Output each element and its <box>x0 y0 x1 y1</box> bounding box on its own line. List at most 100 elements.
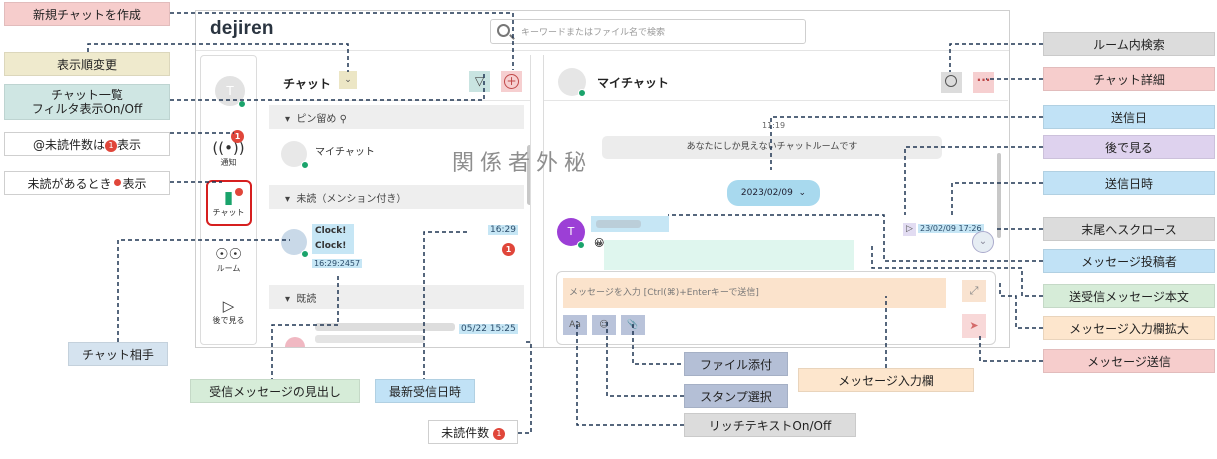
unread-count-badge: 1 <box>502 243 515 256</box>
chat-list-panel: チャット ⌄ ▽ + ▾ ピン留め ⚲ マイチャット ▾ 未読（メンション付き）… <box>269 55 531 347</box>
callout-latest-time: 最新受信日時 <box>375 379 475 403</box>
message-scrollbar[interactable] <box>997 153 1001 238</box>
section-read[interactable]: ▾ 既読 <box>269 285 524 309</box>
message-body-highlight <box>604 240 854 270</box>
heading-highlight <box>312 224 354 254</box>
nav-item-room[interactable]: ☉☉ ルーム <box>203 246 254 274</box>
read-row-time: 05/22 15:25 <box>459 324 518 334</box>
smiley-icon[interactable]: ☺ <box>592 315 616 335</box>
sent-datetime: 23/02/09 17:26 <box>918 224 984 233</box>
chat-list-scrollbar[interactable] <box>527 145 530 205</box>
callout-richtext: リッチテキストOn/Off <box>684 413 856 437</box>
unread-dot <box>235 188 243 196</box>
nav-room-label: ルーム <box>216 264 241 273</box>
badge-sample-icon: 1 <box>492 428 505 440</box>
message-emoji: 😀 <box>594 238 605 249</box>
online-status-dot <box>301 161 309 169</box>
callout-partner: チャット相手 <box>68 342 168 366</box>
callout-chat-detail: チャット詳細 <box>1043 67 1215 91</box>
left-nav: T ((•)) 通知 1 ▮ チャット ☉☉ ルーム ▷ 後で見る <box>200 55 257 345</box>
section-pinned[interactable]: ▾ ピン留め ⚲ <box>269 105 524 129</box>
callout-unread-post: 表示 <box>122 177 147 191</box>
online-status-dot <box>577 241 585 249</box>
paperclip-icon[interactable]: 📎 <box>621 315 645 335</box>
callout-input: メッセージ入力欄 <box>798 368 974 392</box>
message-input[interactable]: メッセージを入力 [Ctrl(⌘)+Enterキーで送信] <box>563 278 946 308</box>
callout-attach: ファイル添付 <box>684 352 788 376</box>
chat-main-header: マイチャット ··· <box>544 55 1008 101</box>
tag-icon: ▷ <box>222 297 235 315</box>
message-composer: メッセージを入力 [Ctrl(⌘)+Enterキーで送信] Aa ☺ 📎 ⤢ ➤ <box>556 271 996 345</box>
top-bar: dejiren キーワードまたはファイル名で検索 <box>196 11 1009 51</box>
expand-input-button[interactable]: ⤢ <box>962 280 986 302</box>
callout-mention-pre: @未読件数は <box>32 138 105 152</box>
online-status-dot <box>578 89 586 97</box>
callout-send-datetime: 送信日時 <box>1043 171 1215 195</box>
app-window: dejiren キーワードまたはファイル名で検索 T ((•)) 通知 1 ▮ … <box>195 10 1010 348</box>
room-title: マイチャット <box>597 76 669 90</box>
new-chat-button[interactable]: + <box>501 71 522 92</box>
callout-unread-count-text: 未読件数 <box>441 426 490 440</box>
section-unread-mention[interactable]: ▾ 未読（メンション付き） <box>269 185 524 209</box>
chat-main-panel: マイチャット ··· 11:19 あなたにしか見えないチャットルームです 202… <box>543 55 1008 347</box>
scroll-to-end-button[interactable]: ⌄ <box>972 231 994 253</box>
search-placeholder: キーワードまたはファイル名で検索 <box>521 28 666 38</box>
nav-item-read-later[interactable]: ▷ 後で見る <box>203 298 254 326</box>
nav-item-notify[interactable]: ((•)) 通知 <box>203 140 254 168</box>
unread-row-time: 16:29 <box>488 225 518 235</box>
callout-body: 送受信メッセージ本文 <box>1043 284 1215 308</box>
callout-mention-post: 表示 <box>117 138 142 152</box>
search-icon <box>945 75 957 87</box>
callout-scroll-end: 末尾へスクロース <box>1043 217 1215 241</box>
badge-sample-icon: 1 <box>105 140 117 152</box>
nav-item-chat[interactable]: ▮ チャット <box>203 190 254 218</box>
nav-notify-label: 通知 <box>220 158 237 167</box>
room-search-button[interactable] <box>941 72 962 93</box>
nav-selected-frame <box>206 180 252 226</box>
nav-chat-label: チャット <box>212 208 245 217</box>
send-button[interactable]: ➤ <box>962 314 986 338</box>
chat-detail-button[interactable]: ··· <box>973 72 994 93</box>
unread-dot-sample-icon <box>113 179 121 186</box>
date-pill[interactable]: 2023/02/09 ⌄ <box>727 180 820 206</box>
chevron-down-icon: ⌄ <box>795 188 807 198</box>
section-unread-label: 未読（メンション付き） <box>296 194 407 205</box>
sender-name-blurred[interactable] <box>596 220 641 228</box>
section-pinned-label: ピン留め <box>296 114 337 125</box>
callout-filter-line2: フィルタ表示On/Off <box>31 102 143 116</box>
read-row-avatar <box>285 337 305 347</box>
unread-row-preview: Clock! <box>315 241 347 251</box>
online-status-dot <box>301 250 309 258</box>
rich-text-toggle[interactable]: Aa <box>563 315 587 335</box>
unread-row-name[interactable]: Clock! <box>315 226 347 236</box>
search-icon <box>497 24 510 37</box>
callout-heading: 受信メッセージの見出し <box>190 379 360 403</box>
read-row-blurred-preview <box>315 335 425 343</box>
pinned-row-name[interactable]: マイチャット <box>315 147 375 158</box>
group-icon: ☉☉ <box>215 245 242 263</box>
chat-bubble-icon: ▮ <box>223 188 234 208</box>
chat-list-title: チャット <box>283 77 331 91</box>
sort-order-button[interactable]: ⌄ <box>339 71 357 89</box>
read-later-tag-icon[interactable]: ▷ <box>903 223 916 236</box>
callout-filter: チャット一覧 フィルタ表示On/Off <box>4 84 170 120</box>
plus-icon: + <box>504 74 519 89</box>
nav-later-label: 後で見る <box>212 316 245 325</box>
callout-stamp: スタンプ選択 <box>684 384 788 408</box>
confidential-watermark: 関係者外秘 <box>452 151 593 176</box>
callout-room-search: ルーム内検索 <box>1043 32 1215 56</box>
callout-expand: メッセージ入力欄拡大 <box>1043 316 1215 340</box>
filter-toggle-button[interactable]: ▽ <box>469 71 490 92</box>
unread-row-subtime: 16:29:2457 <box>312 259 363 268</box>
callout-send-date: 送信日 <box>1043 105 1215 129</box>
callout-poster: メッセージ投稿者 <box>1043 249 1215 273</box>
read-row-blurred-name <box>315 323 455 331</box>
global-search-input[interactable]: キーワードまたはファイル名で検索 <box>490 19 806 44</box>
bell-icon: ((•)) <box>212 139 245 157</box>
online-status-dot <box>238 100 246 108</box>
callout-new-chat: 新規チャットを作成 <box>4 2 170 26</box>
callout-filter-line1: チャット一覧 <box>51 88 123 102</box>
callout-sort: 表示順変更 <box>4 52 170 76</box>
